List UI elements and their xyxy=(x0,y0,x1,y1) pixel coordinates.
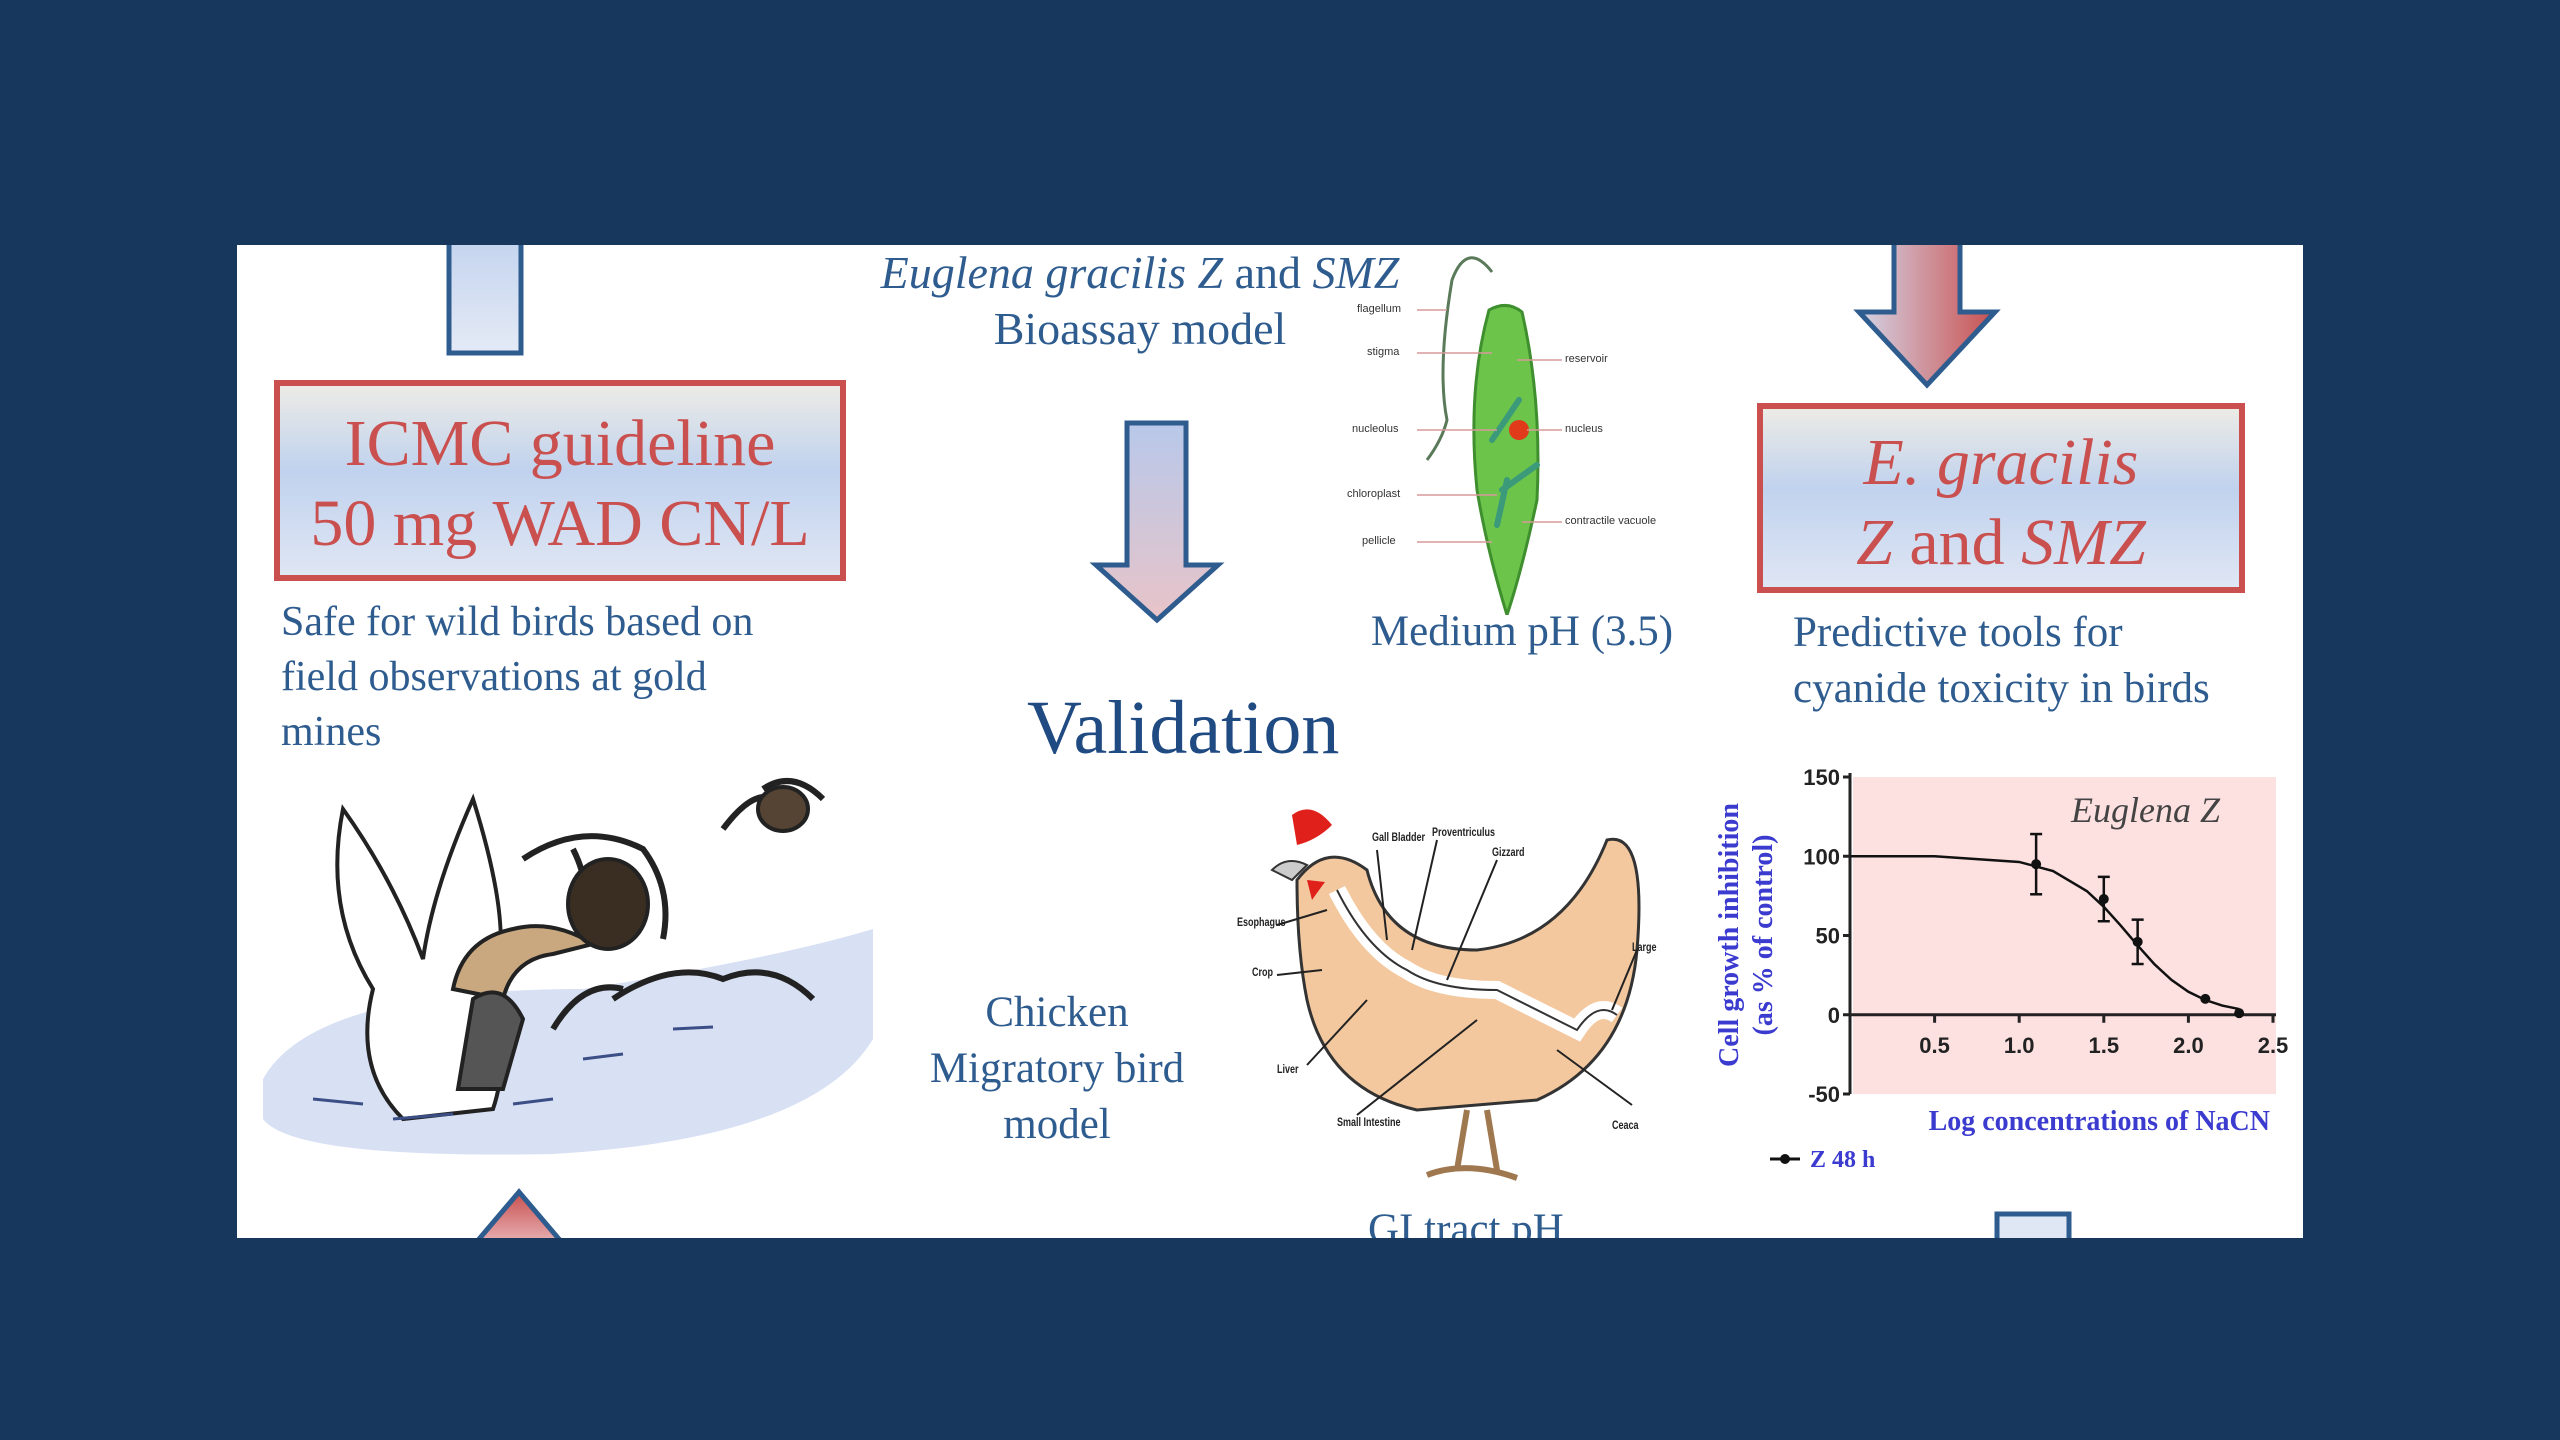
bioassay-subtitle: Bioassay model xyxy=(993,303,1287,354)
x-tick-label: 2.5 xyxy=(2258,1033,2289,1058)
arrow-stub-top-left xyxy=(446,245,524,356)
medium-ph: Medium pH (3.5) xyxy=(1370,608,1674,655)
x-tick-label: 2.0 xyxy=(2173,1033,2204,1058)
arrow-up-bottom-left xyxy=(476,1188,562,1238)
x-tick-label: 0.5 xyxy=(1919,1033,1950,1058)
egracilis-box: E. gracilis Z and SMZ xyxy=(1757,403,2245,593)
slide-panel: ICMC guideline 50 mg WAD CN/L Safe for w… xyxy=(237,245,2303,1238)
desc-line: mines xyxy=(281,709,382,755)
plot-background xyxy=(1853,777,2276,1094)
data-point xyxy=(2031,859,2042,870)
desc-line: Predictive tools for xyxy=(1793,609,2123,656)
chicken-line: model xyxy=(1003,1101,1111,1148)
title-strain: SMZ xyxy=(1312,247,1400,298)
euglena-label: chloroplast xyxy=(1347,488,1401,500)
euglena-diagram: flagellum stigma reservoir nucleolus nuc… xyxy=(1347,250,1656,615)
gi-tract-ph: GI tract pH xyxy=(1368,1206,1564,1238)
icmc-line1: ICMC guideline xyxy=(344,407,776,480)
y-tick-label: 50 xyxy=(1816,924,1840,949)
chart-title: Euglena Z xyxy=(2070,790,2221,830)
x-tick-label: 1.5 xyxy=(2089,1033,2120,1058)
chicken-label: Liver xyxy=(1277,1062,1299,1076)
safe-description: Safe for wild birds based on field obser… xyxy=(281,595,753,760)
euglena-cell-icon xyxy=(1417,256,1562,615)
chicken-label: Proventriculus xyxy=(1432,825,1496,839)
arrow-down-right xyxy=(1853,245,2001,389)
flow-arrows xyxy=(446,245,2072,1238)
egracilis-smz: SMZ xyxy=(2021,506,2146,579)
chicken-label: Crop xyxy=(1252,965,1273,979)
icmc-guideline-box: ICMC guideline 50 mg WAD CN/L xyxy=(274,380,846,581)
title-species: Euglena gracilis Z xyxy=(880,247,1224,298)
euglena-label: contractile vacuole xyxy=(1565,515,1657,527)
chicken-label: Gizzard xyxy=(1492,845,1525,859)
euglena-label: nucleolus xyxy=(1352,423,1399,435)
bioassay-title: Euglena gracilis Z and SMZ Bioassay mode… xyxy=(840,245,1440,357)
egracilis-z: Z xyxy=(1856,506,1893,579)
legend-marker xyxy=(1780,1154,1790,1164)
euglena-label: flagellum xyxy=(1357,303,1402,315)
euglena-label: reservoir xyxy=(1565,353,1608,365)
chicken-line: Migratory bird xyxy=(929,1045,1185,1092)
predictive-description: Predictive tools for cyanide toxicity in… xyxy=(1793,605,2210,717)
validation-heading: Validation xyxy=(1027,686,1340,770)
chicken-gi-diagram: Esophagus Gall Bladder Proventriculus Gi… xyxy=(1237,800,1657,1195)
chicken-model-label: Chicken Migratory bird model xyxy=(897,985,1217,1153)
data-point xyxy=(2132,936,2143,947)
y-tick-label: 0 xyxy=(1828,1003,1840,1028)
egracilis-and: and xyxy=(1892,506,2022,579)
euglena-label: nucleus xyxy=(1565,423,1603,435)
y-axis-label-line1: Cell growth inhibition xyxy=(1714,803,1745,1067)
legend-label: Z 48 h xyxy=(1810,1147,1875,1173)
icmc-line2: 50 mg WAD CN/L xyxy=(310,487,810,560)
chicken-label: Small Intestine xyxy=(1337,1115,1401,1129)
chicken-label: Large xyxy=(1632,940,1657,954)
y-tick-label: 100 xyxy=(1803,844,1840,869)
desc-line: cyanide toxicity in birds xyxy=(1793,665,2210,712)
desc-line: field observations at gold xyxy=(281,654,707,700)
egracilis-line1: E. gracilis xyxy=(1863,426,2139,499)
desc-line: Safe for wild birds based on xyxy=(281,599,754,645)
chicken-label: Ceaca xyxy=(1612,1118,1639,1132)
chicken-label: Gall Bladder xyxy=(1372,830,1426,844)
arrow-down-center xyxy=(1089,420,1225,624)
y-tick-label: -50 xyxy=(1808,1082,1840,1107)
arrow-stub-bottom-right xyxy=(1994,1211,2072,1238)
data-point xyxy=(2234,1008,2245,1019)
euglena-label: pellicle xyxy=(1362,535,1396,547)
chicken-label: Esophagus xyxy=(1237,915,1286,929)
chicken-line: Chicken xyxy=(985,989,1129,1036)
data-point xyxy=(2098,894,2109,905)
x-axis-label: Log concentrations of NaCN xyxy=(1929,1106,2270,1137)
wild-ducks-illustration xyxy=(263,778,873,1155)
inhibition-chart: 150 100 50 0 -50 0.5 1.0 1.5 2.0 2.5 Euglena Z Log … xyxy=(1714,765,2289,1173)
y-tick-label: 150 xyxy=(1803,765,1840,790)
x-tick-label: 1.0 xyxy=(2004,1033,2035,1058)
chicken-icon xyxy=(1270,809,1641,1181)
y-axis-label-line2: (as % of control) xyxy=(1748,835,1779,1036)
euglena-label: stigma xyxy=(1367,346,1400,358)
data-point xyxy=(2200,993,2211,1004)
title-and: and xyxy=(1223,247,1313,298)
